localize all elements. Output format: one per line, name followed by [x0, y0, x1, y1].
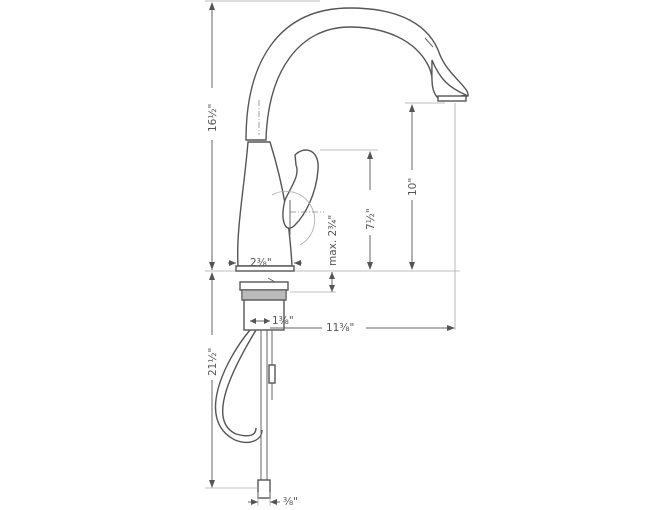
dim-deck-thickness: max. 2¾" [290, 215, 339, 293]
label-spout-clearance: 10" [407, 178, 419, 196]
supply-hoses [214, 329, 276, 499]
label-base-diameter: 2⅜" [250, 257, 272, 269]
label-spout-reach: 11⅜" [326, 322, 354, 334]
dim-shank-diameter: 1⅜" [250, 315, 294, 327]
label-handle-height: 7½" [365, 208, 377, 230]
dim-spout-clearance: 10" [405, 102, 445, 270]
label-overall-height: 16½" [207, 104, 219, 132]
label-connector-size: ⅜" [283, 496, 298, 508]
dim-base-diameter: 2⅜" [228, 257, 302, 269]
hose-connector [257, 479, 271, 499]
faucet-body [235, 7, 469, 331]
shank [243, 299, 285, 331]
mounting-nut [239, 281, 289, 291]
label-shank-diameter: 1⅜" [272, 315, 294, 327]
base-ring [235, 265, 295, 272]
handle-swing-arc [271, 191, 316, 246]
dim-spout-reach: 11⅜" [270, 103, 456, 334]
spray-nozzle [437, 95, 467, 102]
spray-head-seam [424, 37, 434, 48]
dim-hose-length: 21½" [205, 272, 258, 489]
dim-handle-height: 7½" [320, 149, 378, 270]
dim-connector-size: ⅜" [248, 492, 298, 508]
label-hose-length: 21½" [207, 348, 219, 376]
label-deck-thickness: max. 2¾" [327, 215, 339, 266]
handle [282, 149, 319, 229]
dim-overall-height: 16½" [207, 2, 219, 270]
